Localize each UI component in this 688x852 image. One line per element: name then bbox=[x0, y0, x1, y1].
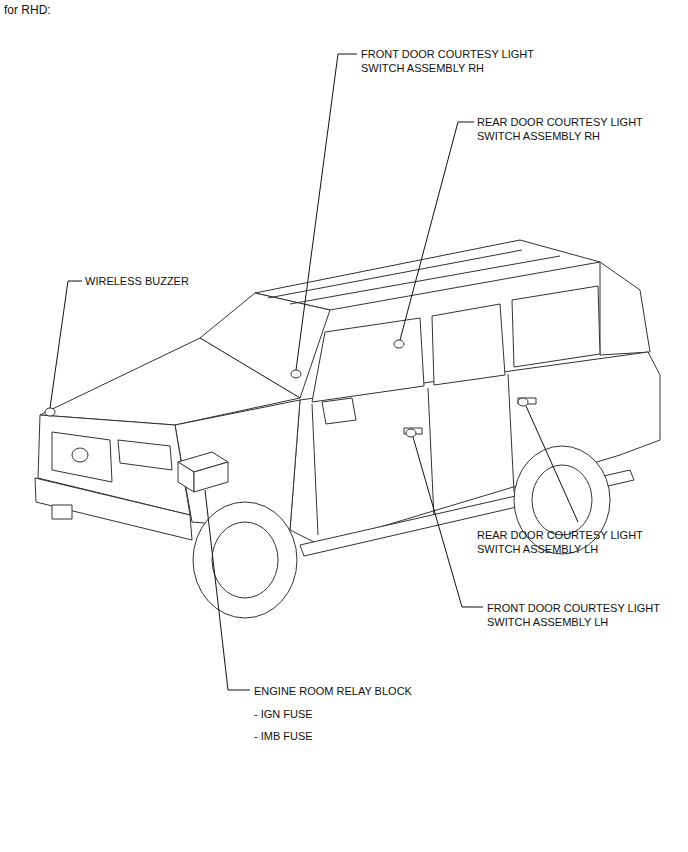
rear-window bbox=[432, 304, 505, 385]
roof-rail bbox=[268, 250, 560, 304]
leader-line bbox=[296, 54, 357, 370]
grille bbox=[52, 432, 112, 482]
rear-pillar bbox=[600, 262, 650, 355]
emblem bbox=[72, 448, 88, 462]
license-plate bbox=[52, 505, 72, 519]
part-name: WIRELESS BUZZER bbox=[85, 274, 245, 288]
headlamp bbox=[118, 440, 172, 470]
rear-rim bbox=[532, 465, 592, 535]
relay-block bbox=[178, 462, 194, 492]
note-text: for RHD: bbox=[4, 3, 124, 17]
front-window bbox=[312, 318, 424, 402]
part-name: FRONT DOOR COURTESY LIGHT SWITCH ASSEMBL… bbox=[487, 601, 682, 629]
leader-line bbox=[205, 490, 250, 690]
part-name: FRONT DOOR COURTESY LIGHT SWITCH ASSEMBL… bbox=[361, 47, 561, 75]
part-name: ENGINE ROOM RELAY BLOCK bbox=[254, 684, 474, 698]
front-bumper bbox=[35, 478, 192, 540]
door-mirror bbox=[322, 398, 356, 424]
leader-line bbox=[400, 122, 474, 340]
fuse-name: - IGN FUSE bbox=[254, 707, 374, 721]
leader-lines bbox=[50, 54, 578, 690]
courtesy-switch bbox=[394, 340, 404, 348]
wireless-buzzer bbox=[45, 408, 55, 416]
door-line bbox=[508, 374, 514, 492]
vehicle-body bbox=[35, 240, 660, 618]
front-rim bbox=[212, 522, 278, 598]
quarter-window bbox=[512, 286, 600, 367]
part-name: REAR DOOR COURTESY LIGHT SWITCH ASSEMBLY… bbox=[477, 115, 677, 143]
courtesy-switch bbox=[518, 398, 528, 406]
relay-block bbox=[194, 462, 228, 492]
fuse-name: - IMB FUSE bbox=[254, 729, 374, 743]
courtesy-switch bbox=[406, 429, 416, 437]
leader-line bbox=[413, 437, 483, 607]
door-line bbox=[312, 404, 318, 535]
courtesy-switch bbox=[291, 370, 301, 378]
part-name: REAR DOOR COURTESY LIGHT SWITCH ASSEMBLY… bbox=[477, 528, 677, 556]
leader-line bbox=[526, 406, 578, 522]
leader-line bbox=[50, 281, 82, 408]
